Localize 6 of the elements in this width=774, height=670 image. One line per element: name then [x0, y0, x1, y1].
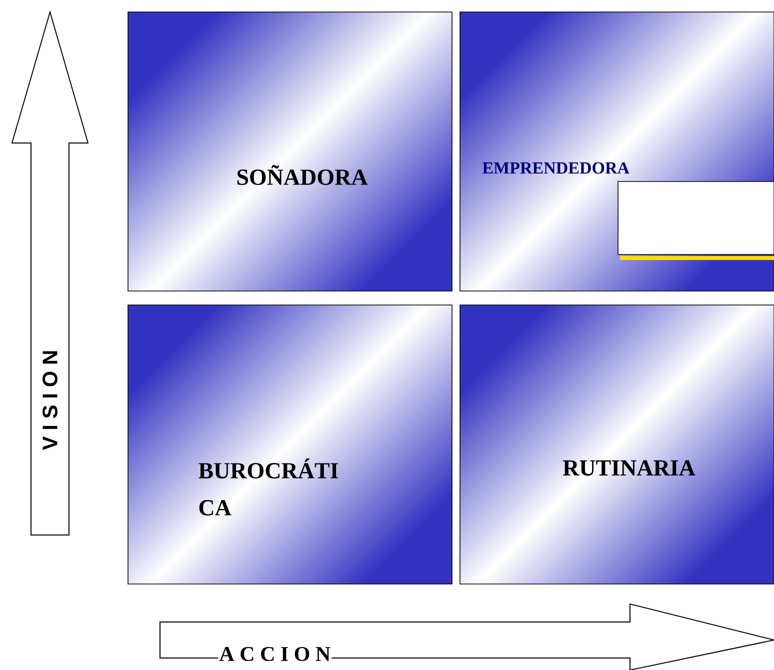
quadrant-box: RUTINARIA: [460, 304, 774, 584]
quadrant-box: BUROCRÁTI CA: [128, 304, 452, 584]
axis-label: V I S I O N: [42, 351, 58, 450]
quadrant-box: SOÑADORA: [128, 12, 452, 292]
box: [618, 181, 774, 260]
axis-label: A C C I O N: [218, 646, 332, 662]
